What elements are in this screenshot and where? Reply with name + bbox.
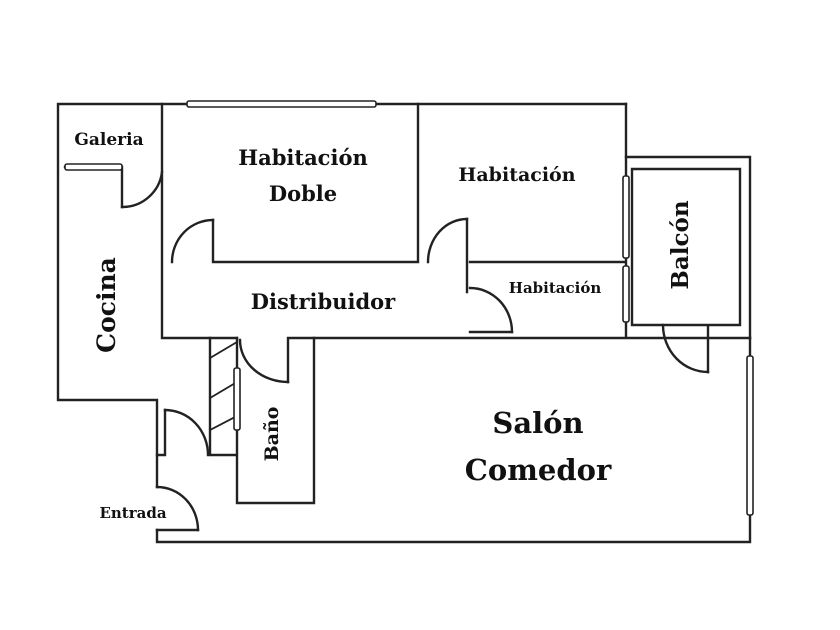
label-entrada: Entrada [99, 504, 166, 522]
label-balcon: Balcón [667, 200, 694, 289]
label-habitacion: Habitación [458, 164, 575, 186]
label-habitacion-doble-2: Doble [269, 181, 337, 206]
label-habitacion-doble-1: Habitación [238, 145, 367, 170]
label-cocina: Cocina [92, 257, 121, 353]
label-bano: Baño [261, 407, 283, 462]
label-galeria: Galeria [74, 130, 143, 150]
room-labels: Galeria Habitación Doble Habitación Habi… [74, 130, 694, 522]
label-habitacion-small: Habitación [509, 279, 602, 297]
door-arcs [120, 170, 710, 532]
windows [64, 100, 754, 516]
label-salon: Salón [492, 406, 583, 440]
label-distribuidor: Distribuidor [251, 289, 396, 314]
hatch [208, 340, 239, 432]
walls [56, 102, 752, 544]
label-comedor: Comedor [465, 453, 612, 487]
